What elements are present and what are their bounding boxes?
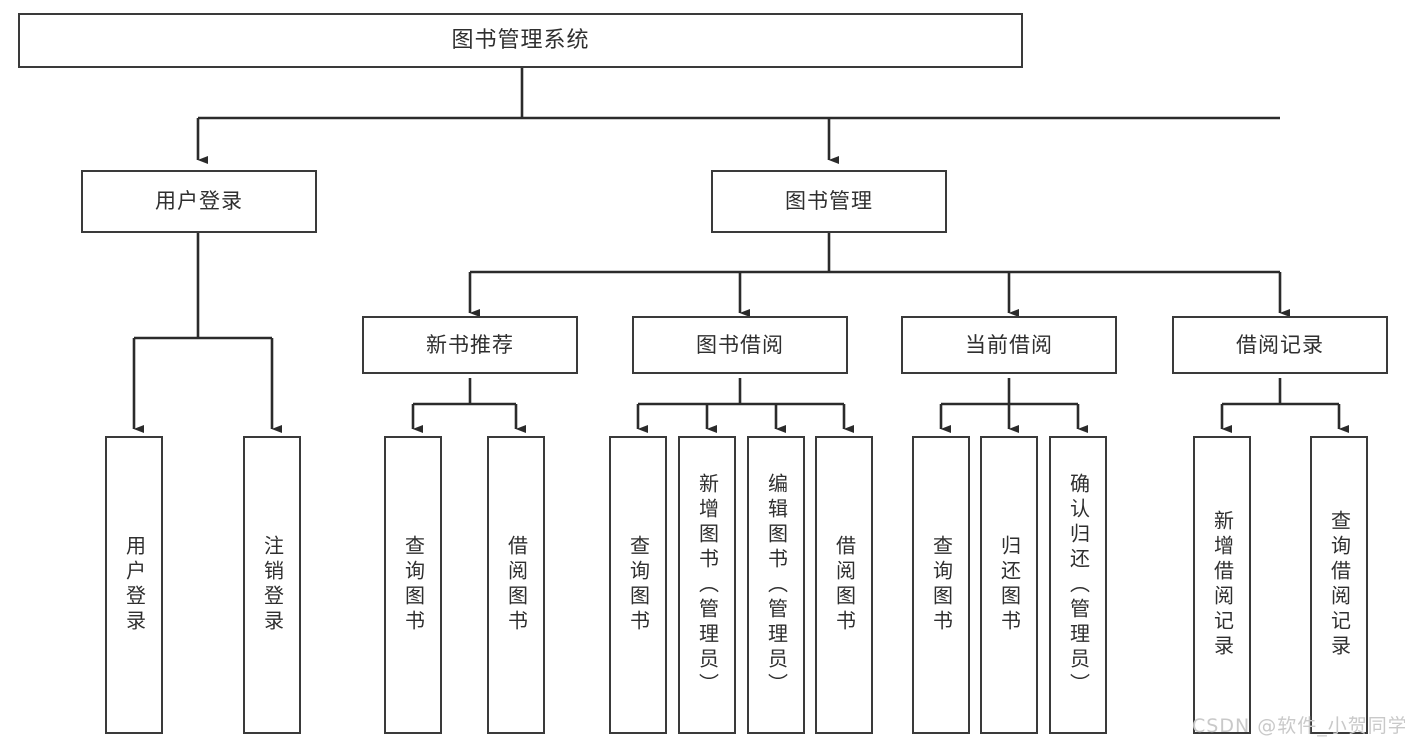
- node-new-book-recommend[interactable]: 新书推荐: [362, 316, 578, 374]
- node-label: 确认归还（管理员）: [1066, 472, 1091, 698]
- node-label: 用户登录: [155, 189, 243, 214]
- node-label: 查询图书: [929, 535, 954, 635]
- node-label: 查询借阅记录: [1327, 510, 1352, 660]
- watermark-text: CSDN @软件_小贺同学: [1192, 715, 1405, 737]
- node-label: 查询图书: [401, 535, 426, 635]
- leaf-user-login-login[interactable]: 用户登录: [105, 436, 163, 734]
- leaf-borrow-query-book[interactable]: 查询图书: [609, 436, 667, 734]
- node-label: 借阅记录: [1236, 332, 1324, 357]
- node-user-login[interactable]: 用户登录: [81, 170, 317, 233]
- leaf-record-add-record[interactable]: 新增借阅记录: [1193, 436, 1251, 734]
- node-label: 注销登录: [260, 535, 285, 635]
- node-label: 归还图书: [997, 535, 1022, 635]
- node-label: 图书管理: [785, 189, 873, 214]
- leaf-borrow-borrow-book[interactable]: 借阅图书: [815, 436, 873, 734]
- leaf-record-query-record[interactable]: 查询借阅记录: [1310, 436, 1368, 734]
- node-label: 借阅图书: [832, 535, 857, 635]
- node-label: 借阅图书: [504, 535, 529, 635]
- node-label: 图书借阅: [696, 332, 784, 357]
- leaf-user-login-logout[interactable]: 注销登录: [243, 436, 301, 734]
- node-label: 编辑图书（管理员）: [764, 472, 789, 698]
- node-book-borrow[interactable]: 图书借阅: [632, 316, 848, 374]
- leaf-borrow-add-book-admin[interactable]: 新增图书（管理员）: [678, 436, 736, 734]
- leaf-current-query-book[interactable]: 查询图书: [912, 436, 970, 734]
- node-label: 新书推荐: [426, 332, 514, 357]
- node-label: 查询图书: [626, 535, 651, 635]
- leaf-borrow-edit-book-admin[interactable]: 编辑图书（管理员）: [747, 436, 805, 734]
- leaf-current-confirm-return-admin[interactable]: 确认归还（管理员）: [1049, 436, 1107, 734]
- node-label: 当前借阅: [965, 332, 1053, 357]
- node-label: 用户登录: [122, 535, 147, 635]
- node-current-borrow[interactable]: 当前借阅: [901, 316, 1117, 374]
- node-book-management[interactable]: 图书管理: [711, 170, 947, 233]
- node-label: 图书管理系统: [451, 27, 590, 53]
- node-root-system[interactable]: 图书管理系统: [18, 13, 1023, 68]
- leaf-recommend-query-book[interactable]: 查询图书: [384, 436, 442, 734]
- leaf-recommend-borrow-book[interactable]: 借阅图书: [487, 436, 545, 734]
- node-label: 新增借阅记录: [1210, 510, 1235, 660]
- node-borrow-record[interactable]: 借阅记录: [1172, 316, 1388, 374]
- node-label: 新增图书（管理员）: [695, 472, 720, 698]
- leaf-current-return-book[interactable]: 归还图书: [980, 436, 1038, 734]
